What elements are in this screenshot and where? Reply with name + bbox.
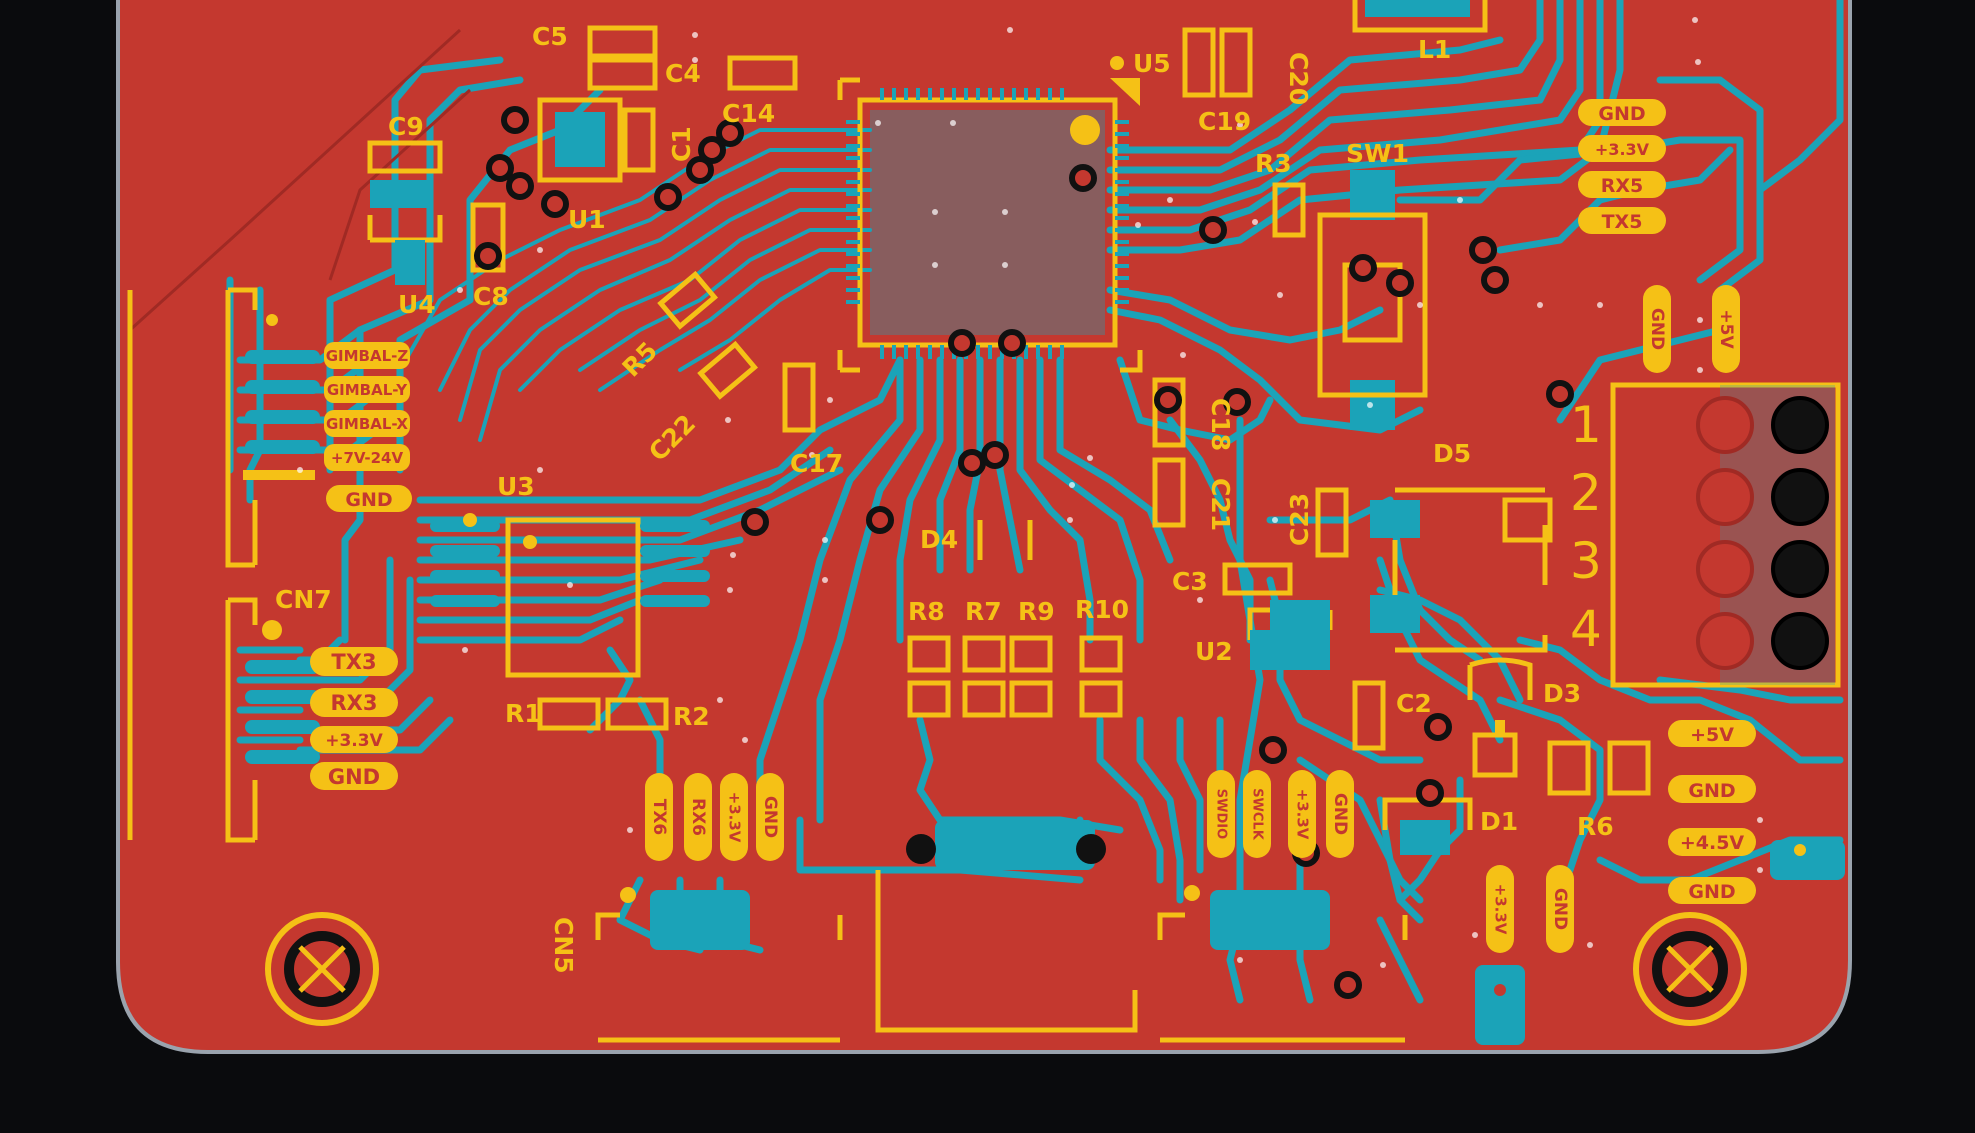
pin-label-tx6: TX6 — [649, 799, 669, 836]
pin-label-gnd: GND — [1688, 780, 1735, 802]
pin-label-swclk: SWCLK — [1250, 788, 1265, 841]
pin-label-3v3: +3.3V — [325, 731, 383, 751]
mounting-hole-icon — [1633, 912, 1747, 1026]
label-r8: R8 — [908, 597, 945, 626]
label-c19: C19 — [1198, 107, 1251, 136]
terminal-number-3: 3 — [1570, 532, 1602, 590]
designators: C5 C4 C14 C1 C9 U1 U4 C8 U5 C20 C19 L1 R… — [275, 22, 1614, 974]
label-cn5: CN5 — [549, 917, 578, 974]
pin-label-4v5: +4.5V — [1680, 832, 1745, 854]
label-c21: C21 — [1206, 478, 1235, 531]
pin-label-rx5: RX5 — [1601, 175, 1644, 197]
label-d5: D5 — [1433, 439, 1471, 468]
pin-label-gnd: GND — [345, 489, 392, 511]
label-r6: R6 — [1577, 812, 1614, 841]
pin-label-gnd: GND — [1598, 103, 1645, 125]
label-c5: C5 — [532, 22, 568, 51]
pin-label-gnd: GND — [1647, 308, 1667, 350]
label-r1: R1 — [505, 699, 542, 728]
label-c14: C14 — [722, 99, 775, 128]
terminal-pins — [1696, 396, 1829, 670]
pin-label-swdio: SWDIO — [1214, 789, 1229, 839]
terminal-numbers: 1 2 3 4 — [1570, 396, 1602, 658]
pin-label-rx3: RX3 — [331, 691, 378, 715]
label-cn7: CN7 — [275, 585, 332, 614]
label-c8: C8 — [473, 282, 509, 311]
label-r2: R2 — [673, 702, 710, 731]
terminal-number-4: 4 — [1570, 600, 1602, 658]
pin-label-5v: +5V — [1716, 309, 1736, 349]
pin-labels-vertical: GND +5V TX6 RX6 +3.3V GND SWDIO SWCLK +3… — [645, 285, 1740, 953]
terminal-number-2: 2 — [1570, 464, 1602, 522]
copper-traces — [226, 0, 1844, 1004]
label-sw1: SW1 — [1346, 139, 1409, 168]
label-r3: R3 — [1255, 149, 1292, 178]
label-c4: C4 — [665, 59, 701, 88]
vias — [474, 106, 1574, 999]
pin-label-3v3: +3.3V — [1492, 884, 1510, 935]
pin-label-gnd: GND — [1330, 793, 1350, 835]
label-d3: D3 — [1543, 679, 1581, 708]
mounting-hole-icon — [265, 912, 379, 1026]
pin-label-gnd: GND — [1688, 881, 1735, 903]
pin-label-3v3: +3.3V — [726, 792, 744, 843]
terminal-number-1: 1 — [1570, 396, 1602, 454]
label-c9: C9 — [388, 112, 424, 141]
label-d4: D4 — [920, 525, 958, 554]
pin-label-7v-24v: +7V-24V — [331, 449, 404, 467]
label-c23: C23 — [1285, 493, 1314, 546]
label-d1: D1 — [1480, 807, 1518, 836]
label-c2: C2 — [1396, 689, 1432, 718]
label-r10: R10 — [1075, 595, 1129, 624]
pin-label-tx3: TX3 — [331, 650, 376, 674]
label-u3: U3 — [497, 472, 535, 501]
pin-label-tx5: TX5 — [1602, 211, 1643, 233]
label-u2: U2 — [1195, 637, 1233, 666]
pin-label-gimbal-y: GIMBAL-Y — [327, 381, 408, 399]
pin-label-3v3: +3.3V — [1595, 140, 1650, 159]
pin-label-gimbal-z: GIMBAL-Z — [326, 347, 409, 365]
label-u1: U1 — [568, 205, 606, 234]
label-r7: R7 — [965, 597, 1002, 626]
label-c18: C18 — [1206, 398, 1235, 451]
pin-label-5v: +5V — [1690, 724, 1734, 746]
pin-labels: GND +3.3V RX5 TX5 GIMBAL-Z GIMBAL-Y GIMB… — [310, 99, 1756, 904]
pin-label-3v3: +3.3V — [1294, 789, 1312, 840]
label-c20: C20 — [1284, 52, 1313, 105]
pin-label-gimbal-x: GIMBAL-X — [326, 415, 408, 433]
label-r9: R9 — [1018, 597, 1055, 626]
pin-label-rx6: RX6 — [688, 798, 708, 836]
label-u4: U4 — [398, 290, 436, 319]
pin-label-gnd: GND — [328, 765, 380, 789]
label-c17: C17 — [790, 449, 843, 478]
pin-label-gnd: GND — [1550, 888, 1570, 930]
pads — [127, 0, 1845, 1045]
label-c3: C3 — [1172, 567, 1208, 596]
label-c1: C1 — [667, 126, 696, 162]
pin-label-gnd: GND — [760, 796, 780, 838]
label-l1: L1 — [1418, 35, 1451, 64]
label-u5: U5 — [1133, 49, 1171, 78]
